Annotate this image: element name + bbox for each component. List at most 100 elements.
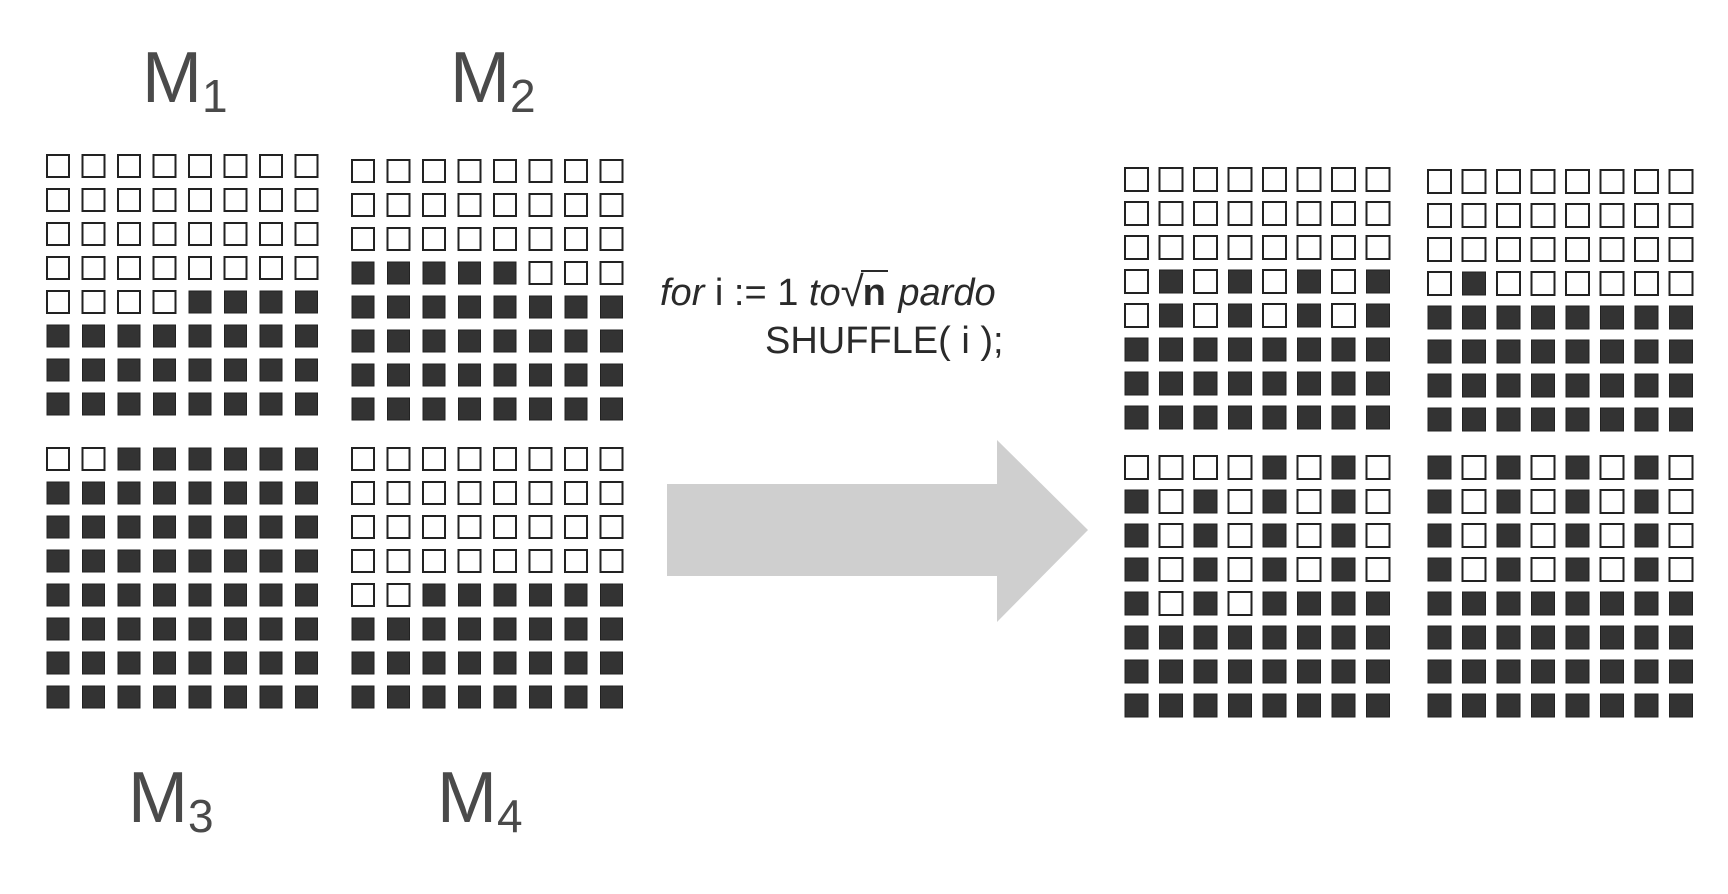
empty-cell xyxy=(1124,201,1149,226)
filled-cell xyxy=(1496,339,1521,364)
empty-cell xyxy=(1331,269,1356,294)
empty-cell xyxy=(294,154,319,178)
empty-cell xyxy=(1668,489,1694,514)
filled-cell xyxy=(1669,693,1693,718)
filled-cell xyxy=(1228,371,1252,396)
filled-cell xyxy=(1427,557,1452,582)
filled-cell xyxy=(1124,693,1149,718)
label-m1: M1 xyxy=(142,38,228,122)
empty-cell xyxy=(386,447,411,471)
filled-cell xyxy=(1600,407,1624,432)
filled-cell xyxy=(1634,591,1659,616)
filled-cell xyxy=(188,392,212,416)
filled-cell xyxy=(153,392,176,416)
empty-cell xyxy=(351,447,375,471)
filled-cell xyxy=(1297,269,1321,294)
empty-cell xyxy=(1124,455,1149,480)
filled-cell xyxy=(1462,305,1486,330)
empty-cell xyxy=(564,549,588,573)
empty-cell xyxy=(117,256,141,280)
empty-cell xyxy=(152,154,177,178)
filled-cell xyxy=(224,324,247,348)
filled-cell xyxy=(295,290,318,314)
filled-cell xyxy=(458,329,481,353)
filled-cell xyxy=(295,447,318,471)
filled-cell xyxy=(117,358,141,382)
filled-cell xyxy=(188,290,212,314)
empty-cell xyxy=(1227,201,1253,226)
filled-cell xyxy=(529,685,552,709)
filled-cell xyxy=(387,617,410,641)
empty-cell xyxy=(599,447,624,471)
filled-cell xyxy=(1496,489,1521,514)
filled-cell xyxy=(259,515,283,539)
filled-cell xyxy=(1262,455,1287,480)
filled-cell xyxy=(1228,693,1252,718)
filled-cell xyxy=(600,685,623,709)
empty-cell xyxy=(457,515,482,539)
filled-cell xyxy=(1427,591,1452,616)
filled-cell xyxy=(1262,693,1287,718)
filled-cell xyxy=(564,295,588,319)
empty-cell xyxy=(46,188,70,212)
label-m3: M3 xyxy=(128,758,214,842)
filled-cell xyxy=(82,392,105,416)
filled-cell xyxy=(1565,489,1590,514)
empty-cell xyxy=(1227,489,1253,514)
filled-cell xyxy=(1634,625,1659,650)
empty-cell xyxy=(259,222,283,246)
filled-cell xyxy=(1600,339,1624,364)
empty-cell xyxy=(259,188,283,212)
empty-cell xyxy=(188,256,212,280)
filled-cell xyxy=(1496,693,1521,718)
filled-cell xyxy=(1193,523,1218,548)
grid-after-m4 xyxy=(1427,455,1694,718)
filled-cell xyxy=(1462,625,1486,650)
filled-cell xyxy=(295,481,318,505)
empty-cell xyxy=(1461,169,1487,194)
empty-cell xyxy=(1331,235,1356,260)
empty-cell xyxy=(351,583,375,607)
empty-cell xyxy=(1331,303,1356,328)
empty-cell xyxy=(81,222,106,246)
empty-cell xyxy=(564,481,588,505)
filled-cell xyxy=(153,651,176,675)
empty-cell xyxy=(457,227,482,251)
empty-cell xyxy=(1227,523,1253,548)
filled-cell xyxy=(117,515,141,539)
empty-cell xyxy=(564,193,588,217)
filled-cell xyxy=(82,685,105,709)
filled-cell xyxy=(1159,625,1183,650)
filled-cell xyxy=(1496,407,1521,432)
empty-cell xyxy=(1668,169,1694,194)
filled-cell xyxy=(153,617,176,641)
filled-cell xyxy=(493,329,517,353)
filled-cell xyxy=(564,651,588,675)
transform-arrow-icon xyxy=(667,440,1088,622)
filled-cell xyxy=(1669,625,1693,650)
empty-cell xyxy=(386,193,411,217)
filled-cell xyxy=(224,549,247,573)
filled-cell xyxy=(387,651,410,675)
empty-cell xyxy=(1530,489,1556,514)
filled-cell xyxy=(529,583,552,607)
empty-cell xyxy=(117,290,141,314)
filled-cell xyxy=(1193,659,1218,684)
empty-cell xyxy=(351,227,375,251)
empty-cell xyxy=(1668,237,1694,262)
empty-cell xyxy=(1530,237,1556,262)
filled-cell xyxy=(1634,557,1659,582)
empty-cell xyxy=(564,227,588,251)
filled-cell xyxy=(600,363,623,387)
empty-cell xyxy=(1158,591,1184,616)
label-m2: M2 xyxy=(450,38,536,122)
empty-cell xyxy=(422,447,446,471)
empty-cell xyxy=(1496,169,1521,194)
filled-cell xyxy=(188,358,212,382)
empty-cell xyxy=(1262,303,1287,328)
empty-cell xyxy=(1599,489,1625,514)
filled-cell xyxy=(1159,371,1183,396)
filled-cell xyxy=(1193,625,1218,650)
filled-cell xyxy=(1366,659,1390,684)
empty-cell xyxy=(1530,271,1556,296)
